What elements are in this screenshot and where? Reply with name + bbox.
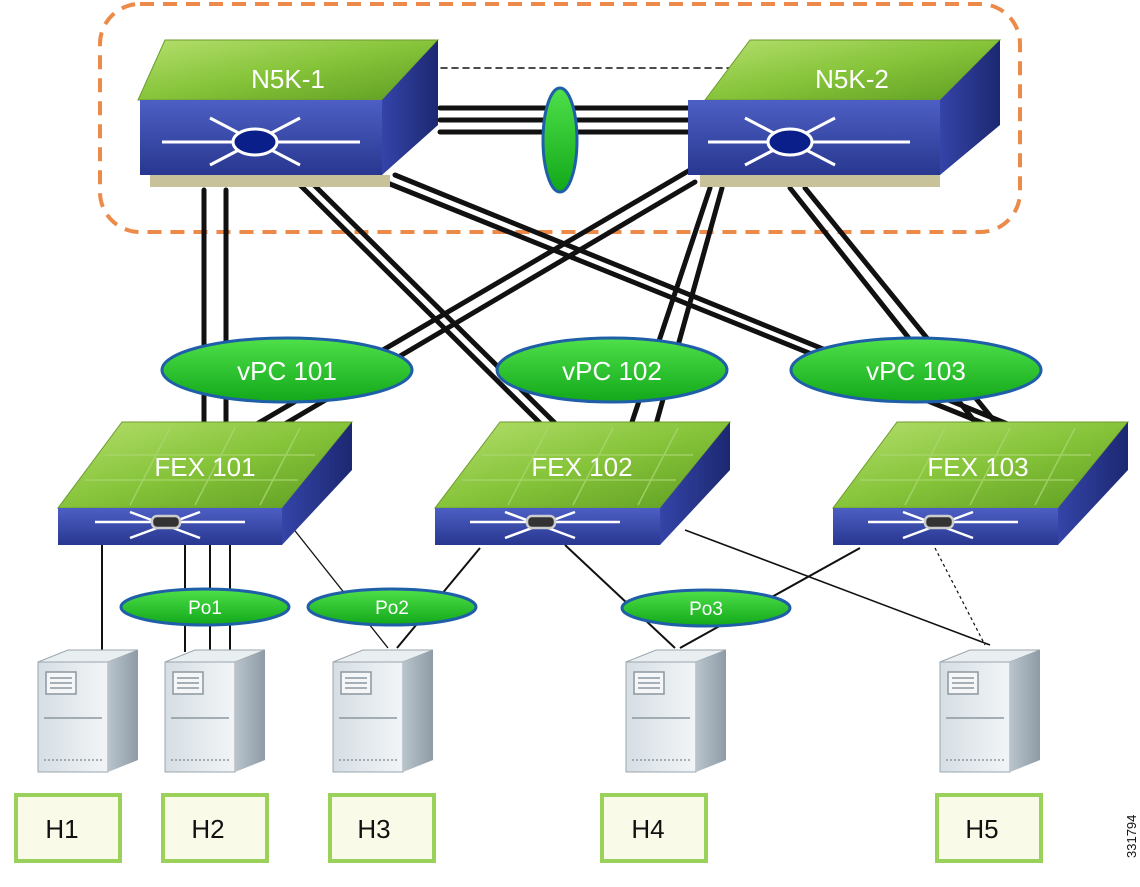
- po2-label: Po2: [375, 598, 409, 619]
- vpc-domain-border: [98, 2, 1022, 234]
- server-icon: [171, 671, 229, 761]
- vpc-103-label: vPC 103: [866, 356, 966, 386]
- host-server-h3: [332, 649, 434, 773]
- server-icon: [339, 671, 397, 761]
- host-label-box-h5: H5: [935, 793, 1043, 863]
- switch-icon: [708, 116, 910, 167]
- vpc-103: vPC 103: [789, 336, 1043, 404]
- host-server-h5: [939, 649, 1041, 773]
- h4-label: H4: [631, 814, 664, 844]
- h2-label: H2: [191, 814, 224, 844]
- n5k-2-label: N5K-2: [815, 64, 889, 94]
- switch-n5k-2: N5K-2: [688, 39, 1002, 187]
- po3-label: Po3: [689, 599, 723, 620]
- vpc-102-label: vPC 102: [562, 356, 662, 386]
- server-icon: [44, 671, 102, 761]
- fex-103-label: FEX 103: [927, 452, 1028, 482]
- h5-label: H5: [965, 814, 998, 844]
- server-icon: [632, 671, 690, 761]
- switch-n5k-1: N5K-1: [137, 39, 440, 187]
- peer-link-ellipse: [541, 86, 579, 194]
- port-channel-po2: Po2: [306, 587, 478, 627]
- host-server-h4: [625, 649, 727, 773]
- host-label-box-h1: H1: [14, 793, 122, 863]
- h1-label: H1: [45, 814, 78, 844]
- fex-icon: [470, 510, 620, 540]
- host-label-box-h2: H2: [161, 793, 269, 863]
- po1-label: Po1: [188, 598, 222, 619]
- fex-icon: [95, 510, 245, 540]
- fex-103: FEX 103: [832, 421, 1130, 545]
- vpc-101: vPC 101: [160, 336, 414, 404]
- port-channel-po3: Po3: [620, 588, 792, 628]
- fex-101-label: FEX 101: [154, 452, 255, 482]
- fex-101: FEX 101: [57, 421, 354, 545]
- host-server-h2: [164, 649, 266, 773]
- server-icon: [946, 671, 1004, 761]
- fex-102: FEX 102: [433, 421, 732, 545]
- fex-icon: [868, 510, 1018, 540]
- figure-id: 331794: [1124, 815, 1139, 858]
- fex-102-label: FEX 102: [531, 452, 632, 482]
- host-label-box-h3: H3: [328, 793, 436, 863]
- n5k-1-label: N5K-1: [251, 64, 325, 94]
- port-channel-po1: Po1: [119, 587, 291, 627]
- h3-label: H3: [357, 814, 390, 844]
- vpc-102: vPC 102: [495, 336, 729, 404]
- switch-icon: [162, 116, 360, 167]
- vpc-101-label: vPC 101: [237, 356, 337, 386]
- host-label-box-h4: H4: [600, 793, 708, 863]
- host-server-h1: [37, 649, 139, 773]
